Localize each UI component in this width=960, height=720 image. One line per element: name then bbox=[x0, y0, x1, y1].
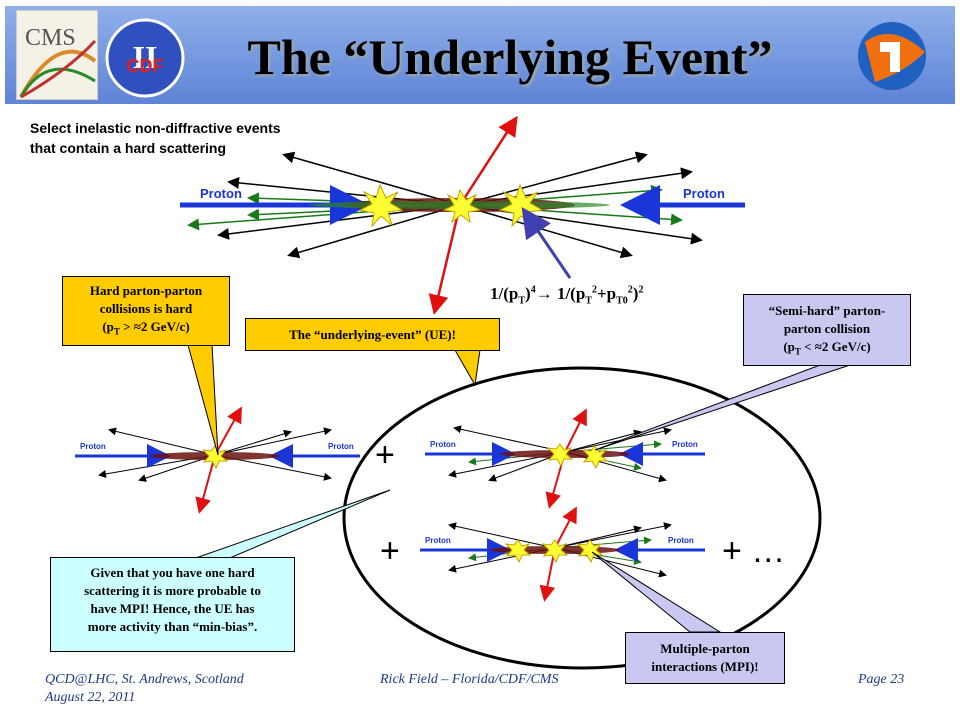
proton-label-small: Proton bbox=[672, 440, 698, 449]
footer-date: August 22, 2011 bbox=[45, 690, 136, 705]
cdf-logo-numeral: II bbox=[133, 39, 158, 75]
proton-label-small: Proton bbox=[430, 440, 456, 449]
page-title: The “Underlying Event” bbox=[247, 29, 773, 85]
main-event-diagram bbox=[180, 115, 745, 315]
footer-venue: QCD@LHC, St. Andrews, Scotland bbox=[45, 672, 244, 687]
proton-label-small: Proton bbox=[80, 442, 106, 451]
hard-scatter-diagram bbox=[75, 406, 360, 514]
plus-sign-lower: + bbox=[380, 532, 400, 570]
semihard-diagram bbox=[425, 408, 705, 509]
proton-label-small: Proton bbox=[328, 442, 354, 451]
uf-logo bbox=[845, 12, 940, 100]
mpi-callout-tail bbox=[591, 551, 722, 633]
proton-label-right: Proton bbox=[683, 186, 725, 201]
proton-label-small: Proton bbox=[668, 536, 694, 545]
ue-ellipse bbox=[342, 366, 822, 670]
semihard-callout-tail bbox=[594, 364, 851, 451]
intro-line-2: that contain a hard scattering bbox=[30, 140, 227, 156]
footer-author: Rick Field – Florida/CDF/CMS bbox=[380, 672, 559, 687]
cms-logo: CMS bbox=[16, 10, 98, 100]
proton-label-left: Proton bbox=[200, 186, 242, 201]
proton-label-small: Proton bbox=[425, 536, 451, 545]
cdf-logo-text: CDF bbox=[127, 56, 164, 76]
footer-page-number: Page 23 bbox=[858, 672, 905, 687]
cdf-logo: II CDF bbox=[105, 18, 185, 98]
mpi-callout: Multiple-parton interactions (MPI)! bbox=[625, 632, 785, 684]
pt-formula: 1/(pT)4→ 1/(pT2+pT02)2 bbox=[490, 284, 644, 307]
plus-sign-upper: + bbox=[375, 436, 395, 474]
intro-text: Select inelastic non-diffractive events … bbox=[30, 118, 281, 158]
plus-ellipsis: + … bbox=[722, 532, 786, 570]
semihard-callout: “Semi-hard” parton- parton collision (pT… bbox=[743, 294, 911, 366]
cms-logo-text: CMS bbox=[25, 25, 76, 51]
ue-callout: The “underlying-event” (UE)! bbox=[245, 318, 500, 351]
mpi-diagram bbox=[420, 506, 705, 602]
ue-callout-tail bbox=[454, 349, 481, 387]
hard-scattering-callout: Hard parton-parton collisions is hard (p… bbox=[62, 276, 230, 346]
intro-line-1: Select inelastic non-diffractive events bbox=[30, 120, 281, 136]
hard-callout-tail bbox=[187, 344, 219, 456]
given-callout: Given that you have one hard scattering … bbox=[50, 557, 295, 652]
given-callout-tail bbox=[189, 489, 391, 561]
